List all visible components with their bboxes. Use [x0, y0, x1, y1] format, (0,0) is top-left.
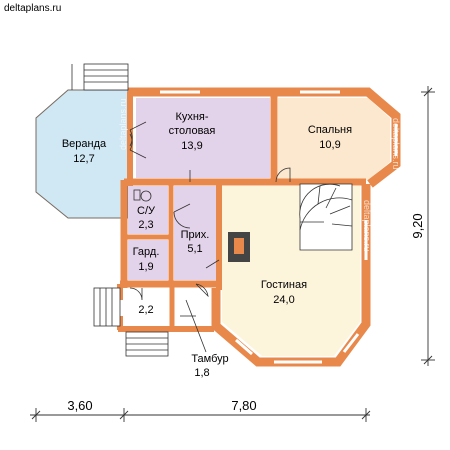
bedroom-name: Спальня: [308, 124, 352, 136]
kitchen-name-2: столовая: [169, 125, 216, 137]
room-bedroom: [278, 98, 390, 180]
fireplace: [228, 232, 250, 262]
tambour-name: Тамбур: [191, 353, 228, 365]
room-wardrobe: [128, 240, 168, 280]
windows: [160, 90, 398, 364]
svg-text:deltaplans.ru: deltaplans.ru: [118, 98, 128, 150]
dimension-vertical: [421, 86, 435, 366]
hall-area: 5,1: [187, 243, 202, 255]
porch-area: 2,2: [138, 304, 153, 316]
tambour-leader: [185, 299, 207, 353]
staircase: [299, 183, 353, 251]
room-kitchen: [136, 98, 270, 178]
kitchen-area: 13,9: [181, 140, 202, 152]
hall-name: Прих.: [181, 229, 210, 241]
veranda-name: Веранда: [62, 138, 107, 150]
living-name: Гостиная: [261, 279, 307, 291]
steps-top: [71, 63, 129, 91]
bedroom-area: 10,9: [319, 139, 340, 151]
bathroom-name: С/У: [137, 205, 156, 217]
room-hall: [174, 186, 216, 280]
dimension-bottom: [30, 408, 371, 422]
room-porch-small: [124, 288, 168, 326]
living-area: 24,0: [273, 294, 294, 306]
doors: [129, 121, 291, 317]
dimension-left: 3,60: [67, 398, 92, 413]
dimension-height: 9,20: [410, 213, 425, 238]
kitchen-name-1: Кухня-: [175, 111, 208, 123]
steps-left: [93, 287, 121, 327]
site-label: deltaplans.ru: [4, 3, 61, 14]
bath-fixtures: [133, 189, 152, 202]
veranda-area: 12,7: [73, 153, 94, 165]
svg-text:deltaplans.ru: deltaplans.ru: [391, 118, 401, 170]
bathroom-area: 2,3: [138, 219, 153, 231]
tambour-area: 1,8: [194, 367, 209, 379]
walls: [117, 87, 401, 367]
dimension-right: 7,80: [231, 398, 256, 413]
watermark: deltaplans.ru deltaplans.ru deltaplans.r…: [118, 98, 401, 251]
steps-bottom: [125, 331, 169, 357]
room-bathroom: [128, 186, 168, 234]
wardrobe-area: 1,9: [138, 261, 153, 273]
wardrobe-name: Гард.: [133, 246, 160, 258]
svg-text:deltaplans.ru: deltaplans.ru: [362, 200, 372, 252]
